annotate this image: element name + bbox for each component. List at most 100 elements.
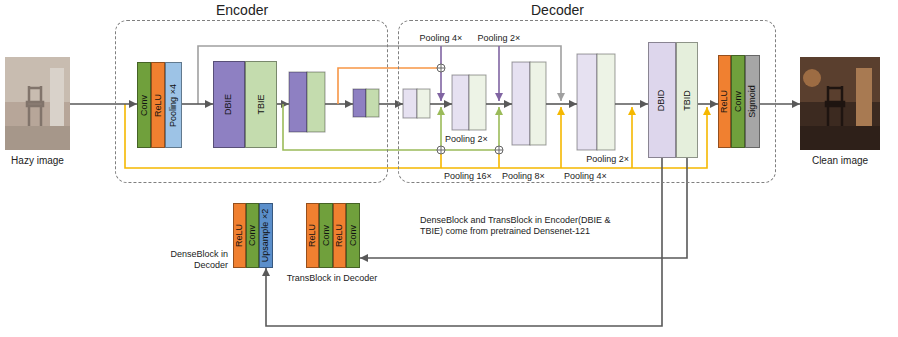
trans-block <box>417 89 430 118</box>
sum-symbol <box>437 64 445 72</box>
trans-block <box>307 72 325 132</box>
layer-label: Conv <box>322 225 331 246</box>
layer-label: Sigmoid <box>748 85 757 118</box>
region-title: Decoder <box>399 2 775 18</box>
layer-label: DBIE <box>224 94 233 115</box>
layer-label: Conv <box>734 91 743 112</box>
pooling-label: Pooling 8× <box>502 171 554 182</box>
image-caption: Clean image <box>800 155 880 167</box>
flow-arrow <box>698 103 718 105</box>
sum-symbol <box>437 146 445 154</box>
clean-photo <box>800 57 880 150</box>
pooling-label: Pooling 2× <box>476 33 522 44</box>
pooling-label: Pooling 16× <box>444 171 498 182</box>
photo-door <box>856 68 872 126</box>
pooling-label: Pooling 4× <box>418 33 464 44</box>
flow-arrow <box>182 103 213 105</box>
sum-symbol <box>437 146 445 154</box>
relu-layer: ReLU <box>233 203 246 268</box>
conv-layer: Conv <box>246 203 259 268</box>
layer-label: ReLU <box>720 90 729 113</box>
conv-layer: Conv <box>137 62 151 148</box>
sum-symbol <box>495 146 503 154</box>
region-title: Encoder <box>116 2 387 18</box>
dense-block: DBIE <box>213 61 245 148</box>
conv-layer: Conv <box>346 203 360 268</box>
trans-block: TBIE <box>245 61 277 148</box>
relu-layer: ReLU <box>306 203 319 268</box>
flow-arrow <box>266 158 662 326</box>
dense-block: DBID <box>648 42 676 158</box>
photo-chair <box>826 86 844 126</box>
trans-block <box>469 75 486 130</box>
skip-line <box>560 107 562 168</box>
conv-layer: Conv <box>731 55 745 148</box>
photo-ground <box>800 57 880 150</box>
upsample-layer: Upsample ×2 <box>259 203 273 268</box>
skip-line <box>631 107 633 168</box>
trans-block: TBID <box>676 42 698 158</box>
relu-layer: ReLU <box>151 62 165 148</box>
layer-label: ReLU <box>235 224 244 247</box>
layer-label: Upsample ×2 <box>262 209 271 262</box>
layer-label: TBIE <box>256 94 265 114</box>
block-caption: TransBlock in Decoder <box>272 273 392 284</box>
skip-line <box>283 104 495 150</box>
layer-label: TBID <box>683 90 692 111</box>
flow-arrow <box>760 103 800 105</box>
flow-line <box>379 103 403 105</box>
dense-block <box>289 72 307 132</box>
flow-line <box>486 103 512 105</box>
flow-line <box>615 103 648 105</box>
relu-layer: ReLU <box>333 203 346 268</box>
image-caption: Hazy image <box>5 155 70 167</box>
hazy-photo <box>5 57 70 150</box>
skip-line <box>440 107 442 146</box>
trans-block <box>530 62 546 145</box>
conv-layer: Conv <box>319 203 333 268</box>
sigmoid-layer: Sigmoid <box>745 55 760 148</box>
main-flow <box>277 103 648 105</box>
layer-label: Conv <box>140 94 149 115</box>
pooling-label: Pooling 4× <box>564 171 616 182</box>
pooling-layer: Pooling ×4 <box>165 62 182 148</box>
layer-label: ReLU <box>308 224 317 247</box>
note-text: DenseBlock and TransBlock in Encoder(DBI… <box>420 215 635 237</box>
trans-block <box>366 89 379 117</box>
dense-block <box>577 54 597 150</box>
sum-symbol <box>437 64 445 72</box>
layer-label: DBID <box>657 89 666 111</box>
layer-label: Pooling ×4 <box>169 84 178 127</box>
flow-line <box>430 103 452 105</box>
dense-block <box>353 89 366 117</box>
photo-light <box>803 69 821 87</box>
photo-floor <box>800 126 880 150</box>
skip-line <box>441 154 499 168</box>
encoder-region: EncoderConvReLUPooling ×4DBIETBIE <box>115 20 388 183</box>
dense-block <box>403 89 417 118</box>
sum-symbol <box>495 146 503 154</box>
photo-haze <box>5 57 70 150</box>
pooling-label: Pooling 2× <box>582 154 629 165</box>
flow-arrow <box>70 103 137 105</box>
layer-label: ReLU <box>154 93 163 116</box>
flow-line <box>325 103 353 105</box>
feature-blocks <box>289 54 615 150</box>
skip-line <box>440 46 442 101</box>
layer-label: Conv <box>248 225 257 246</box>
photo-ground <box>5 57 70 150</box>
layer-label: ReLU <box>335 224 344 247</box>
input-image: Hazy image <box>5 57 70 150</box>
skip-connections <box>125 46 707 168</box>
block-caption: DenseBlock in Decoder <box>158 249 228 271</box>
sum-symbols <box>437 64 503 154</box>
output-image: Clean image <box>800 57 880 150</box>
flow-arrow <box>360 158 687 258</box>
dense-block <box>452 75 469 130</box>
dense-block <box>512 62 530 145</box>
relu-layer: ReLU <box>718 55 731 148</box>
flow-line <box>546 103 577 105</box>
skip-line <box>498 107 500 146</box>
